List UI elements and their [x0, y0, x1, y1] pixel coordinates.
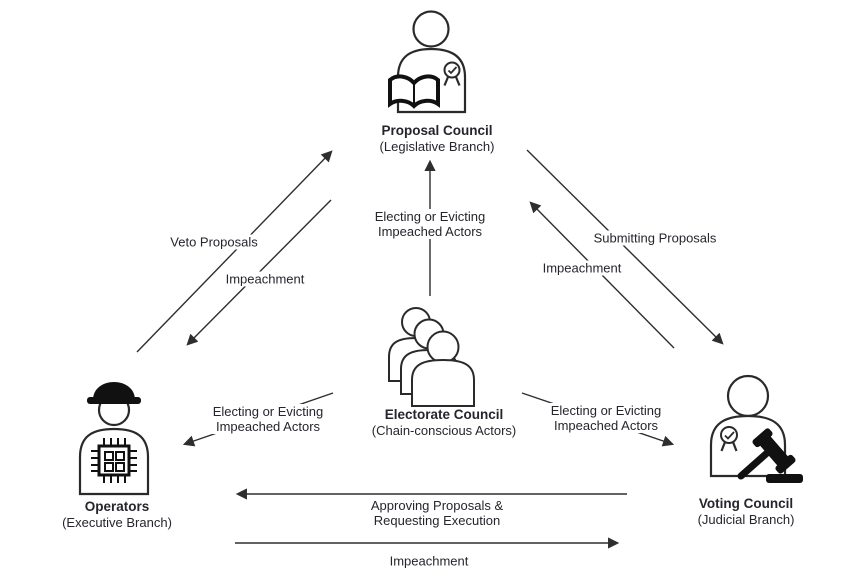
ribbon-badge-icon — [443, 61, 461, 86]
open-book-icon — [388, 74, 440, 109]
arrow-submitting-proposals — [526, 149, 724, 345]
node-subtitle: (Legislative Branch) — [379, 139, 495, 154]
ribbon-badge-icon — [720, 426, 738, 452]
edge-label-electing-right: Electing or Evicting Impeached Actors — [547, 403, 665, 433]
node-subtitle: (Judicial Branch) — [697, 512, 795, 527]
node-label-proposal-council: Proposal Council (Legislative Branch) — [380, 122, 495, 154]
edge-label-electing-center: Electing or Evicting Impeached Actors — [371, 209, 489, 239]
node-subtitle: (Executive Branch) — [62, 515, 172, 530]
node-label-electorate-council: Electorate Council (Chain-conscious Acto… — [372, 406, 517, 438]
hardhat-icon — [87, 382, 141, 404]
node-title: Proposal Council — [381, 123, 493, 138]
edge-label-submitting-proposals: Submitting Proposals — [590, 230, 720, 246]
edge-label-approving-proposals: Approving Proposals & Requesting Executi… — [367, 498, 507, 528]
node-title: Operators — [84, 499, 150, 514]
node-title: Electorate Council — [384, 407, 504, 422]
gavel-icon — [737, 428, 803, 483]
chip-icon — [91, 438, 137, 483]
person-with-hardhat-and-chip-icon — [78, 382, 150, 496]
edge-label-impeachment-upper-right: Impeachment — [539, 260, 625, 276]
node-subtitle: (Chain-conscious Actors) — [371, 423, 517, 438]
edge-label-veto-proposals: Veto Proposals — [167, 234, 261, 250]
edge-label-impeachment-bottom: Impeachment — [386, 553, 472, 569]
group-of-people-icon — [388, 307, 475, 407]
person-with-book-and-ribbon-icon — [388, 10, 467, 114]
arrow-impeachment-upper-right — [529, 201, 675, 349]
node-label-voting-council: Voting Council (Judicial Branch) — [698, 495, 795, 527]
edge-label-impeachment-upper-left: Impeachment — [222, 271, 308, 287]
person-with-ribbon-and-gavel-icon — [709, 374, 803, 483]
arrow-veto-proposals — [136, 150, 333, 353]
edge-label-electing-left: Electing or Evicting Impeached Actors — [209, 404, 327, 434]
node-title: Voting Council — [698, 496, 794, 511]
node-label-operators: Operators (Executive Branch) — [62, 498, 172, 530]
